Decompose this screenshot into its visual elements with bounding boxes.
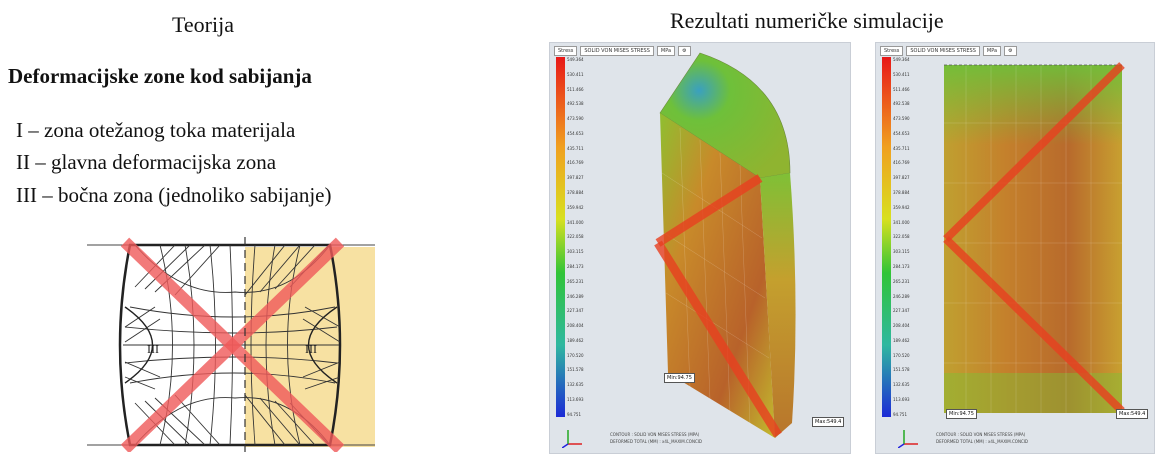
settings-icon[interactable]: ⚙ — [678, 46, 691, 56]
result-component-dropdown[interactable]: SOLID VON MISES STRESS — [906, 46, 980, 56]
stress-section-2d — [943, 62, 1125, 414]
units-dropdown[interactable]: MPa — [656, 46, 676, 56]
stress-color-scale — [556, 57, 565, 417]
zone-item-2: II – glavna deformacijska zona — [16, 150, 277, 174]
result-toolbar: Stress SOLID VON MISES STRESS MPa ⚙ — [880, 46, 1017, 56]
stress-color-scale — [882, 57, 891, 417]
simulation-viewport-section[interactable]: Stress SOLID VON MISES STRESS MPa ⚙ 549.… — [875, 42, 1155, 454]
viewport-footer: CONTOUR : SOLID VON MISES STRESS (MPA)DE… — [936, 432, 1028, 444]
result-type-dropdown[interactable]: Stress — [880, 46, 904, 56]
zone-item-1: I – zona otežanog toka materijala — [16, 118, 296, 142]
shear-band-overlay — [943, 62, 1125, 414]
zone-item-3: III – bočna zona (jednoliko sabijanje) — [16, 183, 332, 207]
axis-triad-icon — [898, 428, 922, 448]
deformation-zones-diagram: III III — [85, 237, 385, 452]
shear-band-overlay — [654, 174, 782, 438]
axis-triad-icon — [562, 428, 586, 448]
settings-icon[interactable]: ⚙ — [1004, 46, 1017, 56]
simulation-viewport-3d[interactable]: Stress SOLID VON MISES STRESS MPa ⚙ 549.… — [549, 42, 851, 454]
min-value-flag: Min:94.75 — [946, 409, 977, 419]
result-toolbar: Stress SOLID VON MISES STRESS MPa ⚙ — [554, 46, 691, 56]
simulation-heading: Rezultati numeričke simulacije — [670, 8, 944, 33]
shear-bands — [120, 237, 345, 452]
zone-label-left: III — [147, 342, 159, 356]
min-value-flag: Min:94.75 — [664, 373, 695, 383]
max-value-flag: Max:549.4 — [812, 417, 845, 427]
units-dropdown[interactable]: MPa — [982, 46, 1002, 56]
result-component-dropdown[interactable]: SOLID VON MISES STRESS — [580, 46, 654, 56]
max-value-flag: Max:549.4 — [1116, 409, 1149, 419]
result-type-dropdown[interactable]: Stress — [554, 46, 578, 56]
theory-heading: Teorija — [172, 12, 234, 37]
zone-label-right: III — [305, 342, 317, 356]
compression-zones-title: Deformacijske zone kod sabijanja — [8, 64, 312, 88]
viewport-footer: CONTOUR : SOLID VON MISES STRESS (MPA)DE… — [610, 432, 702, 444]
stress-model-3d — [654, 52, 796, 438]
